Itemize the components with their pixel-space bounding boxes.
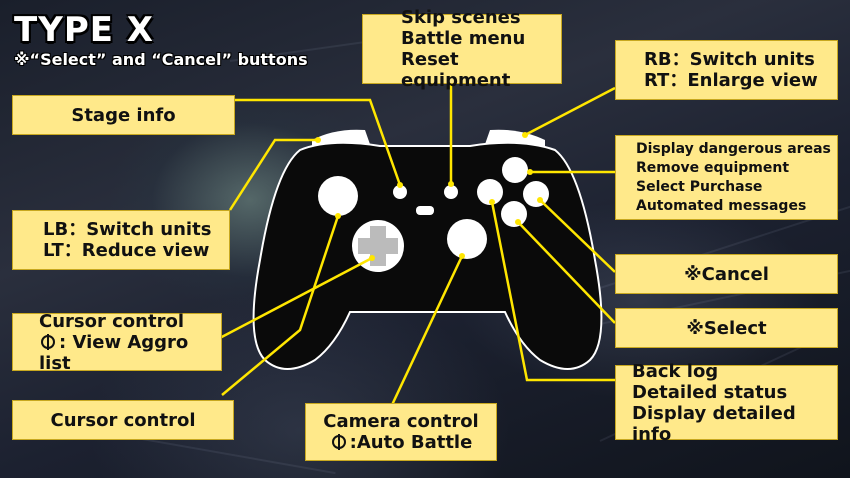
label-face-top: Display dangerous areas Remove equipment…: [615, 135, 838, 220]
connector-stage-info: [235, 98, 402, 186]
left-stick: [318, 176, 358, 216]
rb-text: RB：Switch units: [644, 49, 815, 70]
back-log-text: Back log: [632, 360, 719, 382]
label-stage-info: Stage info: [12, 95, 235, 135]
reset-equipment-text: Reset equipment: [401, 49, 511, 91]
view-button: [393, 185, 407, 199]
label-lb-lt: LB：Switch units LT：Reduce view: [12, 210, 230, 270]
stage-info-text: Stage info: [71, 104, 176, 126]
rt-text: RT：Enlarge view: [644, 70, 818, 91]
automated-messages-text: Automated messages: [636, 197, 807, 214]
connector-rb: [524, 86, 616, 137]
stick-press-icon: [331, 434, 346, 450]
connector-lb: [228, 138, 318, 211]
display-detailed-info-text: Display detailed info: [632, 402, 796, 445]
connector-cancel: [539, 199, 616, 273]
page-subtitle: ※“Select” and “Cancel” buttons: [14, 50, 308, 69]
label-cancel: ※Cancel: [615, 254, 838, 294]
connector-camera: [390, 255, 464, 406]
lt-text: LT：Reduce view: [43, 240, 210, 261]
select-text: ※Select: [686, 317, 767, 339]
label-rb-rt: RB：Switch units RT：Enlarge view: [615, 40, 838, 100]
label-cursor-control: Cursor control: [12, 400, 234, 440]
cancel-text: ※Cancel: [684, 263, 769, 285]
connector-cursor-2: [221, 215, 340, 396]
share-button: [416, 206, 434, 215]
cursor-control-text-1: Cursor control: [39, 310, 184, 332]
face-button-bottom: [501, 201, 527, 227]
auto-battle-text: :Auto Battle: [349, 432, 473, 453]
right-stick: [447, 219, 487, 259]
view-aggro-text: : View Aggro list: [39, 331, 189, 374]
connector-backlog: [490, 201, 615, 382]
face-button-left: [477, 179, 503, 205]
battle-menu-text: Battle menu: [401, 28, 526, 49]
connector-cursor-1: [215, 256, 373, 342]
stick-press-icon: [41, 333, 55, 350]
face-button-top: [502, 157, 528, 183]
label-select: ※Select: [615, 308, 838, 348]
camera-control-text: Camera control: [323, 411, 479, 432]
label-center-buttons: Skip scenes Battle menu Reset equipment: [362, 7, 562, 91]
select-purchase-text: Select Purchase: [636, 178, 763, 195]
menu-button: [444, 185, 458, 199]
lb-text: LB：Switch units: [43, 219, 212, 240]
label-backlog: Back log Detailed status Display detaile…: [615, 361, 838, 445]
display-dangerous-text: Display dangerous areas: [636, 140, 831, 157]
detailed-status-text: Detailed status: [632, 381, 788, 403]
face-button-right: [523, 181, 549, 207]
connector-select: [517, 221, 616, 324]
skip-scenes-text: Skip scenes: [401, 7, 521, 28]
label-camera-auto: Camera control :Auto Battle: [305, 403, 497, 461]
remove-equipment-text: Remove equipment: [636, 159, 790, 176]
page-title: TYPE X: [14, 10, 155, 50]
label-cursor-aggro: Cursor control : View Aggro list: [12, 310, 222, 374]
dpad-horizontal: [358, 238, 398, 254]
cursor-control-text-2: Cursor control: [50, 409, 196, 431]
